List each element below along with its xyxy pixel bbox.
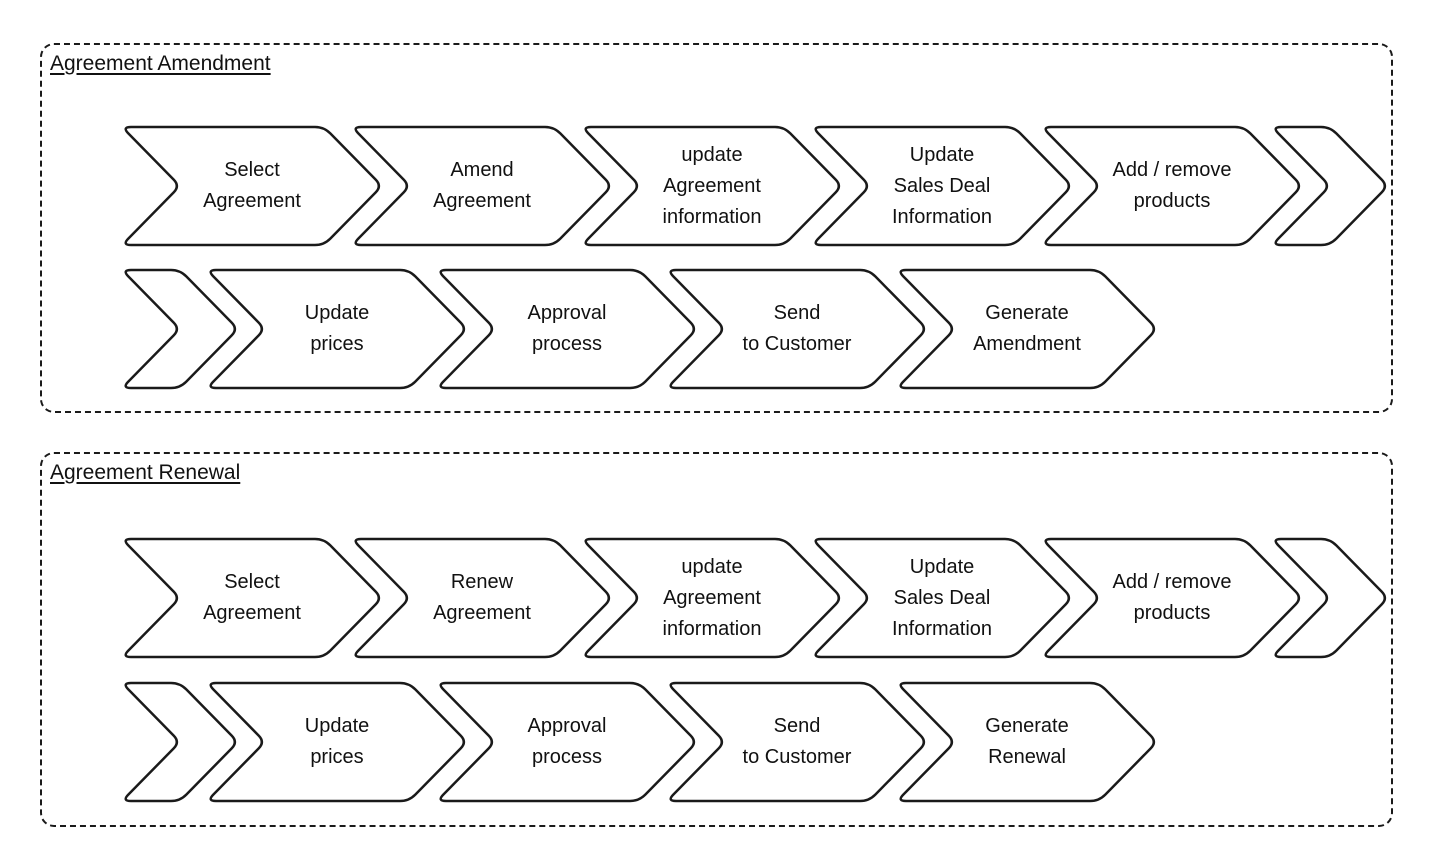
process-step: Renew Agreement <box>352 537 612 659</box>
process-step: update Agreement information <box>582 537 842 659</box>
step-label: Add / remove products <box>1112 159 1232 212</box>
process-step: Amend Agreement <box>352 125 612 247</box>
step-label: Update Sales Deal Information <box>891 555 993 640</box>
step-label: Generate Amendment <box>973 302 1081 355</box>
chevron-shape <box>899 681 1156 803</box>
step-label: Add / remove products <box>1112 571 1232 624</box>
chevron-shape <box>354 537 611 659</box>
chevron-shape <box>124 681 237 803</box>
process-step: Update prices <box>207 268 467 390</box>
process-row: Update prices Approval process Send to Cus… <box>42 268 1391 390</box>
process-step: Generate Renewal <box>897 681 1157 803</box>
process-row: Select Agreement Amend Agreement update Ag… <box>42 125 1391 247</box>
chevron-shape <box>669 681 926 803</box>
connector-chevron <box>122 268 238 390</box>
chevron-shape <box>899 268 1156 390</box>
process-step: Update prices <box>207 681 467 803</box>
process-step: Generate Amendment <box>897 268 1157 390</box>
process-row: Update prices Approval process Send to Cus… <box>42 681 1391 803</box>
process-step: update Agreement information <box>582 125 842 247</box>
chevron-shape <box>439 681 696 803</box>
process-step: Send to Customer <box>667 268 927 390</box>
chevron-shape <box>814 125 1071 247</box>
chevron-shape <box>1044 125 1301 247</box>
process-step: Approval process <box>437 268 697 390</box>
step-label: Update Sales Deal Information <box>891 143 993 228</box>
process-step: Select Agreement <box>122 125 382 247</box>
step-label: Renew Agreement <box>433 571 531 624</box>
connector-chevron <box>1272 125 1388 247</box>
chevron-shape <box>439 268 696 390</box>
chevron-shape <box>209 268 466 390</box>
chevron-shape <box>124 125 381 247</box>
chevron-shape <box>124 268 237 390</box>
chevron-shape <box>354 125 611 247</box>
chevron-shape <box>209 681 466 803</box>
step-label: Approval process <box>527 302 607 355</box>
step-label: Send to Customer <box>742 715 852 768</box>
chevron-shape <box>1044 537 1301 659</box>
step-label: Approval process <box>527 715 607 768</box>
step-label: Select Agreement <box>203 571 301 624</box>
step-label: Select Agreement <box>203 159 301 212</box>
step-label: Send to Customer <box>742 302 852 355</box>
process-step: Select Agreement <box>122 537 382 659</box>
step-label: Update prices <box>304 715 370 768</box>
section-agreement-renewal: Agreement Renewal Select Agreement Renew … <box>40 452 1393 827</box>
chevron-shape <box>1274 537 1387 659</box>
chevron-shape <box>1274 125 1387 247</box>
process-row: Select Agreement Renew Agreement update Ag… <box>42 537 1391 659</box>
process-step: Add / remove products <box>1042 125 1302 247</box>
process-step: Update Sales Deal Information <box>812 537 1072 659</box>
chevron-shape <box>669 268 926 390</box>
step-label: update Agreement information <box>662 555 762 640</box>
section-title: Agreement Renewal <box>50 461 241 484</box>
step-label: Update prices <box>304 302 370 355</box>
step-label: Amend Agreement <box>433 159 531 212</box>
chevron-shape <box>584 125 841 247</box>
section-title: Agreement Amendment <box>50 52 271 75</box>
process-step: Add / remove products <box>1042 537 1302 659</box>
step-label: update Agreement information <box>662 143 762 228</box>
section-agreement-amendment: Agreement Amendment Select Agreement Amen… <box>40 43 1393 413</box>
process-step: Approval process <box>437 681 697 803</box>
process-step: Update Sales Deal Information <box>812 125 1072 247</box>
chevron-shape <box>814 537 1071 659</box>
connector-chevron <box>122 681 238 803</box>
step-label: Generate Renewal <box>985 715 1069 768</box>
chevron-shape <box>124 537 381 659</box>
connector-chevron <box>1272 537 1388 659</box>
process-step: Send to Customer <box>667 681 927 803</box>
chevron-shape <box>584 537 841 659</box>
